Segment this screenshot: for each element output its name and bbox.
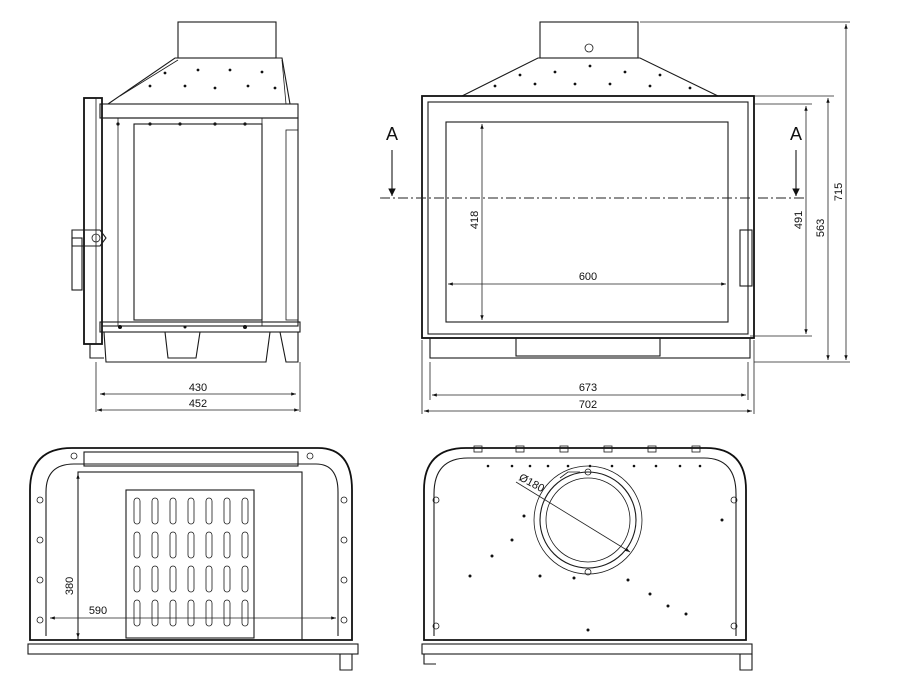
front-view: 418 600 A A 491 563 715 673 702 bbox=[380, 21, 850, 414]
dim-side-inner-width: 430 bbox=[189, 382, 207, 394]
dim-body-height: 563 bbox=[815, 219, 827, 237]
dim-base-depth: 380 bbox=[64, 577, 76, 595]
dim-base-width: 590 bbox=[89, 605, 107, 617]
side-view: 430 452 bbox=[71, 21, 301, 412]
dim-glass-width: 600 bbox=[579, 271, 597, 283]
dim-side-outer-width: 452 bbox=[189, 398, 207, 410]
top-view: Ø180 bbox=[421, 445, 753, 671]
dim-front-outer-width: 702 bbox=[579, 399, 597, 411]
dim-total-height: 715 bbox=[833, 183, 845, 201]
dim-glass-height: 418 bbox=[469, 211, 481, 229]
dim-glass-total-height: 491 bbox=[793, 211, 805, 229]
section-label-right: A bbox=[790, 124, 802, 144]
section-label-left: A bbox=[386, 124, 398, 144]
bottom-view: 380 590 bbox=[27, 447, 359, 671]
dim-front-inner-width: 673 bbox=[579, 382, 597, 394]
